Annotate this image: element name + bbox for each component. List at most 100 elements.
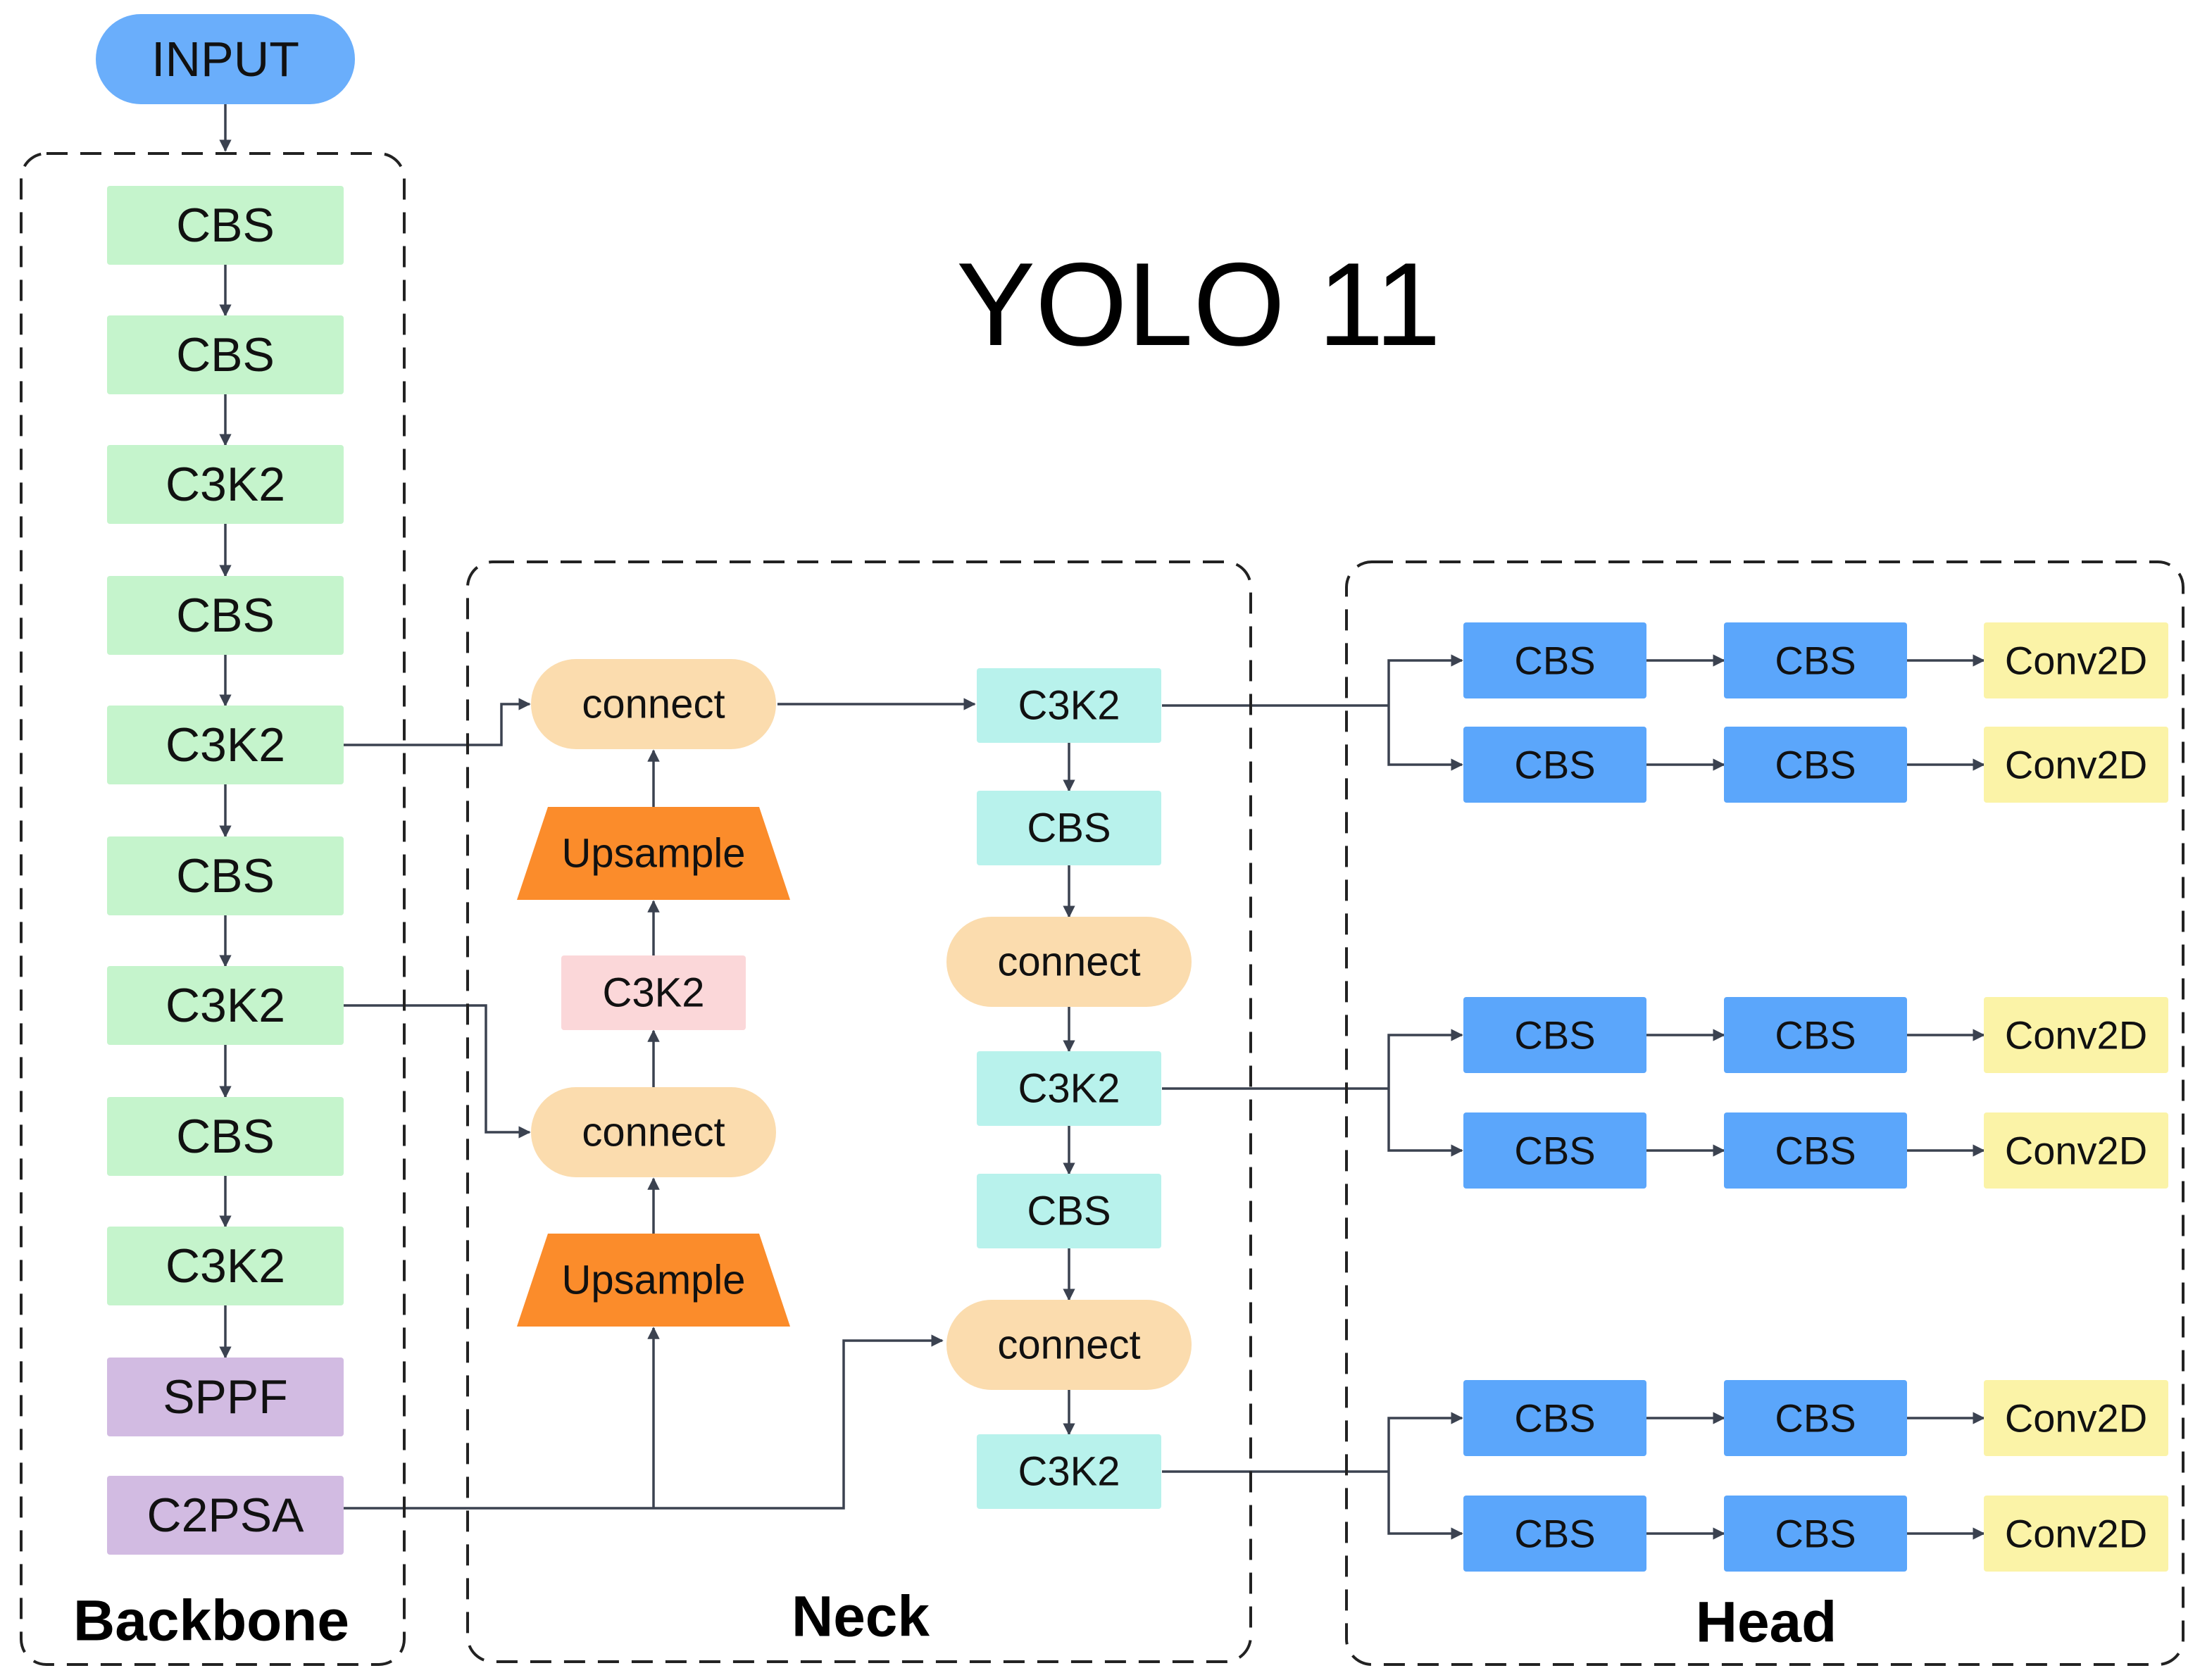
neck-right-block-1: C3K2	[977, 668, 1161, 743]
head-row5-cbs1-label: CBS	[1514, 1396, 1595, 1441]
input-node-label: INPUT	[151, 32, 299, 87]
backbone-block-2-shape	[107, 315, 344, 394]
backbone-block-2: CBS	[107, 315, 344, 394]
backbone-block-6-shape	[107, 836, 344, 915]
head-row2-cbs1-shape	[1463, 727, 1646, 803]
backbone-block-1-shape	[107, 186, 344, 265]
neck-right-block-5-shape	[977, 1174, 1161, 1248]
neck-connect-top: connect	[531, 659, 776, 749]
head-row6-cbs1-shape	[1463, 1496, 1646, 1572]
head-row4-conv2d: Conv2D	[1984, 1112, 2168, 1189]
head-row5-cbs1: CBS	[1463, 1380, 1646, 1456]
head-row6-cbs1-label: CBS	[1514, 1512, 1595, 1556]
head-row3-conv2d-shape	[1984, 997, 2168, 1073]
input-node-shape	[96, 14, 355, 104]
neck-right-block-2-label: CBS	[1027, 805, 1111, 851]
backbone-block-3: C3K2	[107, 445, 344, 524]
neck-upsample-bottom-shape	[517, 1234, 790, 1327]
backbone-block-11-shape	[107, 1476, 344, 1555]
edge-head-branch-3b	[1387, 1472, 1463, 1540]
edge-c2psa-to-connect-bottom	[654, 1334, 944, 1510]
edge-head-branch-1a	[1387, 654, 1463, 706]
backbone-block-11: C2PSA	[107, 1476, 344, 1555]
neck-connect-top-shape	[531, 659, 776, 749]
head-row6-conv2d-shape	[1984, 1496, 2168, 1572]
edge-backbone-c3k2-to-connect-mid	[344, 1004, 531, 1139]
neck-right-block-4-label: C3K2	[1018, 1066, 1120, 1112]
head-row1-cbs2-label: CBS	[1775, 639, 1856, 683]
head-row3-conv2d-label: Conv2D	[2005, 1013, 2147, 1058]
neck-right-block-7: C3K2	[977, 1434, 1161, 1509]
backbone-block-10: SPPF	[107, 1358, 344, 1436]
head-row1-cbs1-label: CBS	[1514, 639, 1595, 683]
backbone-block-11-label: C2PSA	[147, 1488, 305, 1542]
head-row1-cbs1-shape	[1463, 622, 1646, 698]
neck-right-connect-6: connect	[946, 1300, 1192, 1390]
backbone-block-9-shape	[107, 1227, 344, 1305]
head-row4-cbs1-label: CBS	[1514, 1129, 1595, 1173]
backbone-group-box	[20, 152, 406, 1666]
backbone-block-8: CBS	[107, 1097, 344, 1176]
head-row2-cbs2-shape	[1724, 727, 1907, 803]
backbone-group-label: Backbone	[73, 1589, 349, 1653]
head-row1-cbs1: CBS	[1463, 622, 1646, 698]
head-row1-conv2d-label: Conv2D	[2005, 639, 2147, 683]
neck-upsample-top-label: Upsample	[561, 831, 745, 877]
head-row2-cbs1: CBS	[1463, 727, 1646, 803]
head-row6-cbs1: CBS	[1463, 1496, 1646, 1572]
head-row4-cbs2: CBS	[1724, 1112, 1907, 1189]
head-row3-conv2d: Conv2D	[1984, 997, 2168, 1073]
neck-upsample-top-shape	[517, 807, 790, 900]
head-row5-cbs2: CBS	[1724, 1380, 1907, 1456]
backbone-block-4: CBS	[107, 576, 344, 655]
diagram-title: YOLO 11	[956, 238, 1441, 370]
neck-right-block-2: CBS	[977, 791, 1161, 865]
neck-connect-top-label: connect	[582, 682, 725, 727]
edge-head-branch-3a	[1387, 1412, 1463, 1472]
neck-connect-mid: connect	[531, 1087, 776, 1177]
head-row3-cbs1-label: CBS	[1514, 1013, 1595, 1058]
neck-connect-mid-shape	[531, 1087, 776, 1177]
group-boxes: Backbone Neck Head	[20, 152, 2185, 1666]
neck-upsample-bottom-label: Upsample	[561, 1258, 745, 1303]
head-row3-cbs2-shape	[1724, 997, 1907, 1073]
backbone-block-1-label: CBS	[176, 199, 275, 252]
backbone-block-7-label: C3K2	[165, 979, 285, 1032]
head-row4-cbs2-label: CBS	[1775, 1129, 1856, 1173]
head-row1-cbs2-shape	[1724, 622, 1907, 698]
neck-right-connect-3-shape	[946, 917, 1192, 1007]
head-row3-cbs2-label: CBS	[1775, 1013, 1856, 1058]
head-row1-conv2d: Conv2D	[1984, 622, 2168, 698]
input-node: INPUT	[96, 14, 355, 104]
neck-right-block-7-shape	[977, 1434, 1161, 1509]
head-row5-cbs2-label: CBS	[1775, 1396, 1856, 1441]
nodes: INPUTCBSCBSC3K2CBSC3K2CBSC3K2CBSC3K2SPPF…	[96, 14, 2168, 1572]
head-row3-cbs1-shape	[1463, 997, 1646, 1073]
neck-group-label: Neck	[792, 1585, 930, 1649]
backbone-block-5-shape	[107, 706, 344, 784]
backbone-block-9-label: C3K2	[165, 1239, 285, 1293]
neck-right-block-2-shape	[977, 791, 1161, 865]
neck-right-connect-3: connect	[946, 917, 1192, 1007]
neck-right-block-7-label: C3K2	[1018, 1449, 1120, 1495]
head-row4-cbs2-shape	[1724, 1112, 1907, 1189]
neck-right-block-4: C3K2	[977, 1051, 1161, 1126]
backbone-block-9: C3K2	[107, 1227, 344, 1305]
head-row5-cbs1-shape	[1463, 1380, 1646, 1456]
head-row1-conv2d-shape	[1984, 622, 2168, 698]
backbone-block-1: CBS	[107, 186, 344, 265]
head-row6-cbs2-shape	[1724, 1496, 1907, 1572]
neck-right-connect-3-label: connect	[997, 939, 1140, 985]
neck-right-block-5: CBS	[977, 1174, 1161, 1248]
head-row2-conv2d-shape	[1984, 727, 2168, 803]
head-row3-cbs1: CBS	[1463, 997, 1646, 1073]
neck-c3k2-mid-label: C3K2	[602, 970, 704, 1016]
backbone-block-4-shape	[107, 576, 344, 655]
backbone-block-4-label: CBS	[176, 589, 275, 642]
neck-right-block-5-label: CBS	[1027, 1189, 1111, 1234]
backbone-block-5-label: C3K2	[165, 718, 285, 772]
head-row5-conv2d: Conv2D	[1984, 1380, 2168, 1456]
neck-right-connect-6-shape	[946, 1300, 1192, 1390]
head-group-label: Head	[1696, 1591, 1837, 1655]
